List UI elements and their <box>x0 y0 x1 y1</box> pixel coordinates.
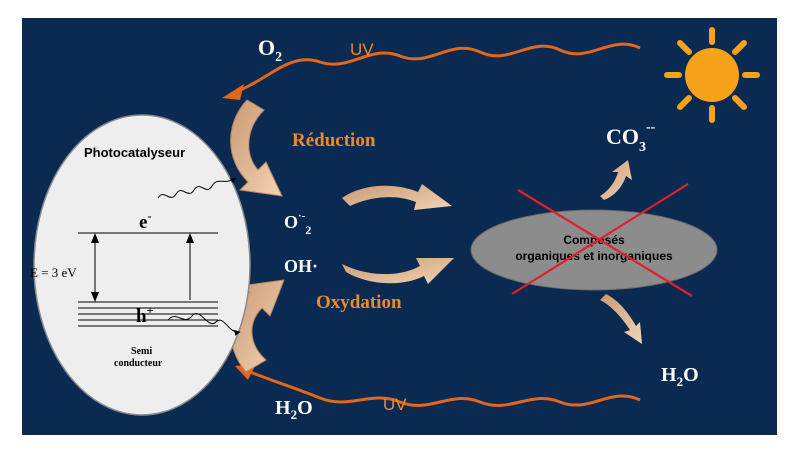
semi-conducteur-label-line1: Semi <box>131 346 152 357</box>
electron-label: e- <box>139 209 151 233</box>
compounds-label-line1: Composés <box>563 233 625 247</box>
sun-icon <box>664 27 760 123</box>
semi-conducteur-label-line2: conducteur <box>114 358 163 369</box>
band-diagram <box>78 232 218 327</box>
superoxide-label: O·-2 <box>284 210 311 237</box>
hole-label: h+ <box>136 303 154 327</box>
energy-label: E = 3 eV <box>30 265 77 280</box>
reduction-label: Réduction <box>292 130 376 151</box>
uv-wave-top <box>239 42 641 92</box>
to-co3-arrow <box>600 160 632 200</box>
photocatalyseur-label: Photocatalyseur <box>84 145 185 160</box>
uv-label-bottom: UV <box>383 395 407 414</box>
electron-migration-squiggle <box>157 177 237 199</box>
o2-label: O2 <box>258 35 282 65</box>
cross-mark <box>511 183 693 297</box>
h2o-left-label: H2O <box>275 397 313 422</box>
uv-wave-top-arrowhead <box>222 84 244 100</box>
reduction-curved-arrow <box>230 99 283 197</box>
uv-wave-bottom <box>249 370 641 407</box>
to-h2o-arrow <box>600 294 642 344</box>
uv-label-top: UV <box>350 40 374 59</box>
oxydation-label: Oxydation <box>316 292 402 313</box>
photocatalyst-ellipse <box>33 114 251 416</box>
hydroxyl-to-compound-arrow <box>342 258 454 284</box>
co3-label: CO3-- <box>606 120 656 155</box>
hydroxyl-label: OH· <box>284 256 318 276</box>
h2o-right-label: H2O <box>661 364 699 389</box>
superoxide-to-compound-arrow <box>342 184 452 210</box>
compound-ellipse <box>470 209 718 291</box>
compounds-label-line2: organiques et inorganiques <box>515 249 673 263</box>
hole-migration-squiggle <box>167 313 241 336</box>
